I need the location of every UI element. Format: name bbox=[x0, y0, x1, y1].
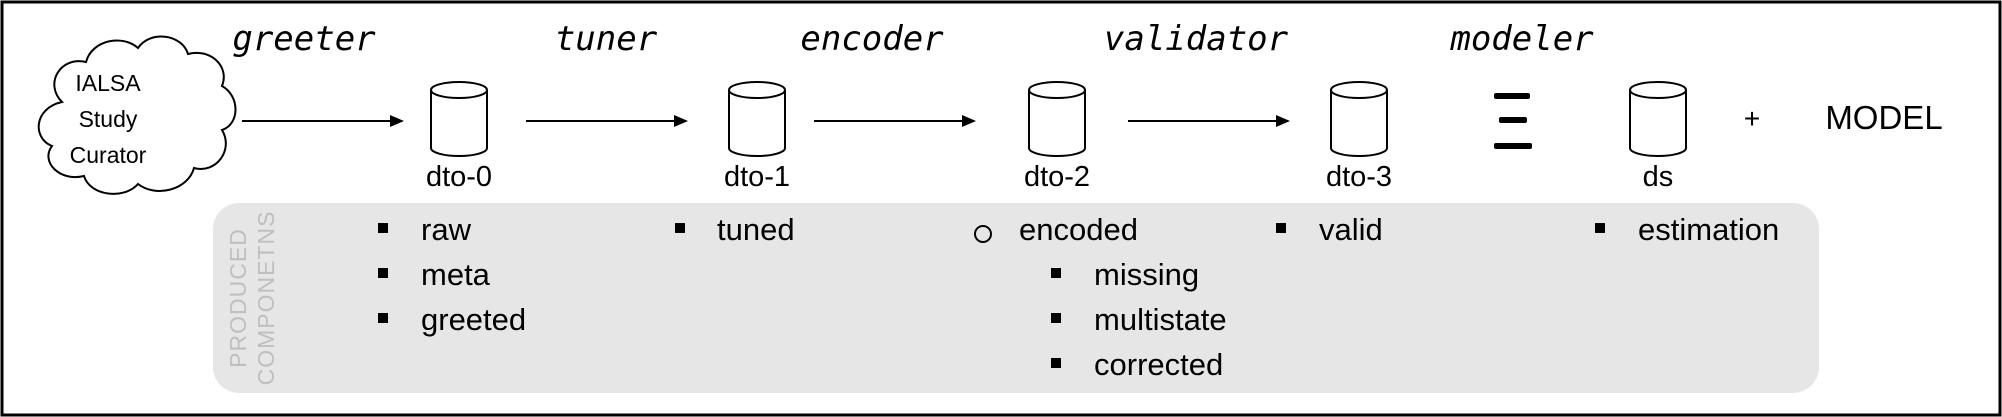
component-corrected: corrected bbox=[1094, 347, 1223, 382]
node-label-ds: ds bbox=[1643, 161, 1674, 193]
component-encoded: encoded bbox=[1019, 212, 1138, 247]
dto-2-cylinder-icon bbox=[1028, 81, 1086, 157]
bullet-square-icon bbox=[1595, 223, 1605, 233]
panel-label-line-1: PRODUCED bbox=[225, 228, 251, 368]
bullet-circle-icon bbox=[974, 225, 992, 243]
source-line-1: IALSA bbox=[75, 70, 141, 96]
step-label-greeter: greeter bbox=[232, 19, 376, 59]
component-raw: raw bbox=[421, 212, 472, 247]
node-label-dto-2: dto-2 bbox=[1024, 161, 1090, 193]
node-label-dto-0: dto-0 bbox=[426, 161, 492, 193]
dto-0-cylinder-icon bbox=[430, 81, 488, 157]
component-estimation: estimation bbox=[1638, 212, 1779, 247]
component-multistate: multistate bbox=[1094, 302, 1227, 337]
component-greeted: greeted bbox=[421, 302, 526, 337]
panel-label-line-2: COMPONETNS bbox=[253, 211, 279, 386]
bullet-square-icon bbox=[378, 223, 388, 233]
bullet-square-icon bbox=[378, 313, 388, 323]
component-valid: valid bbox=[1319, 212, 1383, 247]
step-label-encoder: encoder bbox=[800, 19, 944, 59]
bullet-square-icon bbox=[378, 268, 388, 278]
step-label-modeler: modeler bbox=[1449, 19, 1594, 59]
component-missing: missing bbox=[1094, 257, 1199, 292]
bullet-square-icon bbox=[1051, 358, 1061, 368]
source-line-2: Study bbox=[79, 106, 138, 132]
node-label-dto-1: dto-1 bbox=[724, 161, 790, 193]
dto-3-cylinder-icon bbox=[1330, 81, 1388, 157]
bullet-square-icon bbox=[1051, 268, 1061, 278]
components-panel-label: PRODUCED COMPONETNS bbox=[225, 211, 279, 386]
source-cloud: IALSA Study Curator bbox=[37, 35, 237, 195]
bullet-square-icon bbox=[675, 223, 685, 233]
bullet-square-icon bbox=[1051, 313, 1061, 323]
plus-sign: + bbox=[1744, 103, 1760, 134]
ds-cylinder-icon bbox=[1629, 81, 1687, 157]
component-tuned: tuned bbox=[717, 212, 795, 247]
arrow-encoder bbox=[814, 115, 976, 127]
component-meta: meta bbox=[421, 257, 491, 292]
model-label: MODEL bbox=[1825, 99, 1942, 136]
components-panel bbox=[213, 203, 1819, 393]
equivalence-icon bbox=[1494, 93, 1532, 149]
step-label-tuner: tuner bbox=[555, 19, 658, 59]
node-label-dto-3: dto-3 bbox=[1326, 161, 1392, 193]
cloud-shape bbox=[37, 35, 237, 195]
arrow-validator bbox=[1128, 115, 1290, 127]
arrow-tuner bbox=[526, 115, 688, 127]
dto-1-cylinder-icon bbox=[728, 81, 786, 157]
source-line-3: Curator bbox=[70, 142, 147, 168]
bullet-square-icon bbox=[1276, 223, 1286, 233]
step-label-validator: validator bbox=[1104, 19, 1289, 59]
arrow-greeter bbox=[242, 115, 404, 127]
